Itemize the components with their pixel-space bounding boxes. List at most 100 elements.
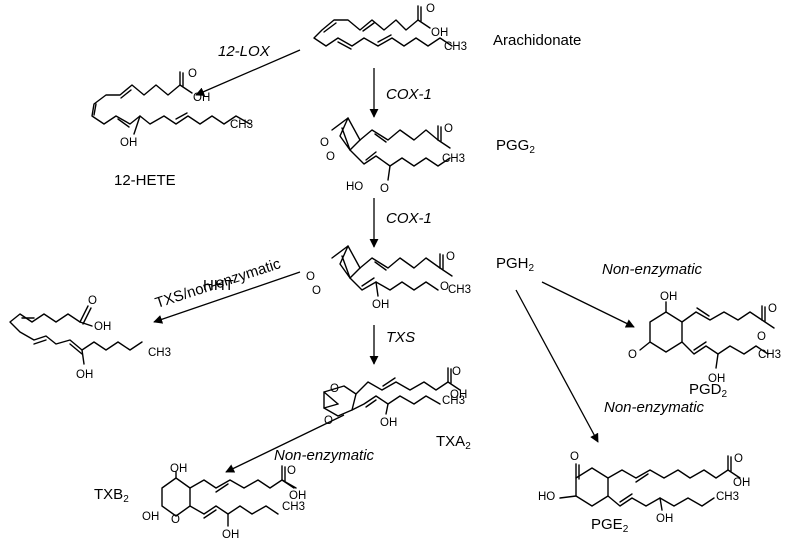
bond [323,403,339,409]
bond [9,313,143,351]
atom-label-oh: OH [733,477,750,489]
atom-label-o: O [88,295,97,307]
pgg2-structure: O O O O HO CH3 [320,117,465,195]
atom-label-o: O [426,3,435,15]
bond [559,495,577,499]
atom-label-o: O [440,281,449,293]
atom-label-oh: OH [660,291,677,303]
atom-label-o: O [312,285,321,297]
bond [649,311,683,353]
label-pge2: PGE2 [591,516,629,535]
bond [323,22,337,33]
bond [175,112,188,120]
bond [635,473,649,483]
atom-label-oh: OH [431,27,448,39]
label-pgh2: PGH2 [496,255,535,274]
enzyme-12-lox: 12-LOX [218,43,270,60]
bond [361,277,375,287]
bond [161,477,191,517]
bond [133,115,141,135]
bond [681,311,763,323]
bond [437,139,451,149]
atom-label-oh: OH [222,529,239,541]
atom-label-oh: OH [94,321,111,333]
reaction-arrows [153,49,635,473]
arrow-pgh2-to-pgd2 [541,281,635,328]
arrow-txa2-to-txb2 [225,414,345,473]
enzyme-nonenzymatic-pge2: Non-enzymatic [604,399,705,416]
bond [447,381,461,391]
bond [362,22,375,32]
bond [374,133,387,143]
atom-label-o: O [320,137,329,149]
atom-label-oh: OH [372,299,389,311]
bond [117,118,130,128]
bond [696,307,710,317]
label-arachidonate: Arachidonate [493,32,582,49]
atom-label-ch3: CH3 [148,347,171,359]
atom-label-ho: HO [538,491,555,503]
pge2-structure: O HO O OH OH CH3 [538,451,750,525]
bond [382,377,396,387]
atom-label-ch3: CH3 [716,491,739,503]
atom-label-oh: OH [656,513,673,525]
arrow-txs-nonenzymatic [153,271,301,324]
bond [82,307,92,325]
atom-label-o: O [306,271,315,283]
atom-label-oh: OH [380,417,397,429]
atom-label-oh: OH [76,369,93,381]
bond [349,267,361,279]
bond [619,493,633,503]
bond [385,403,389,415]
bond [761,319,775,329]
atom-label-o: O [330,383,339,395]
bond [377,34,392,43]
bond [93,103,97,116]
bond [79,305,89,323]
atom-label-oh: OH [193,92,210,104]
atom-label-oh: OH [170,463,187,475]
atom-label-o: O [768,303,777,315]
bond [215,483,229,493]
atom-label-ch3: CH3 [442,153,465,165]
atom-label-o: O [324,415,333,427]
bond [349,139,361,151]
atom-label-ch3: CH3 [448,284,471,296]
bond [359,129,439,141]
bond [575,467,609,507]
bond [79,321,93,327]
bond [355,381,449,395]
label-12-hete: 12-HETE [114,172,176,189]
bond [179,84,193,94]
bond [351,395,441,411]
txb2-structure: OH OH O O OH OH CH3 [142,463,306,541]
bond [323,391,339,405]
label-txb2: TXB2 [94,486,129,505]
atom-label-ch3: CH3 [442,395,465,407]
atom-label-o: O [326,151,335,163]
atom-label-o: O [287,465,296,477]
atom-label-o: O [734,453,743,465]
bond [374,261,387,271]
enzyme-nonenzymatic-txb2: Non-enzymatic [274,447,375,464]
bond [607,469,729,479]
bond [359,257,441,269]
atom-label-o: O [570,451,579,463]
bond [365,399,377,408]
bond [349,277,439,291]
bond [81,349,85,365]
label-txa2: TXA2 [436,433,471,452]
atom-label-o: O [380,183,389,195]
atom-label-o: O [444,123,453,135]
atom-label-oh: OH [142,511,159,523]
label-pgg2: PGG2 [496,137,535,156]
bond [120,89,132,99]
bond [349,149,451,167]
bond [681,341,769,355]
bond [313,19,453,47]
bond [281,479,295,489]
bond [69,343,83,355]
hht-structure: O OH CH3 OH [9,295,171,381]
bond [365,151,377,161]
